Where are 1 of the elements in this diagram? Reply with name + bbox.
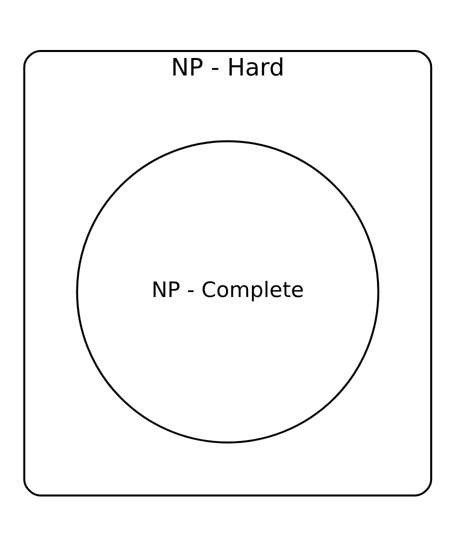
node-circle: NP - Complete [76, 140, 380, 444]
